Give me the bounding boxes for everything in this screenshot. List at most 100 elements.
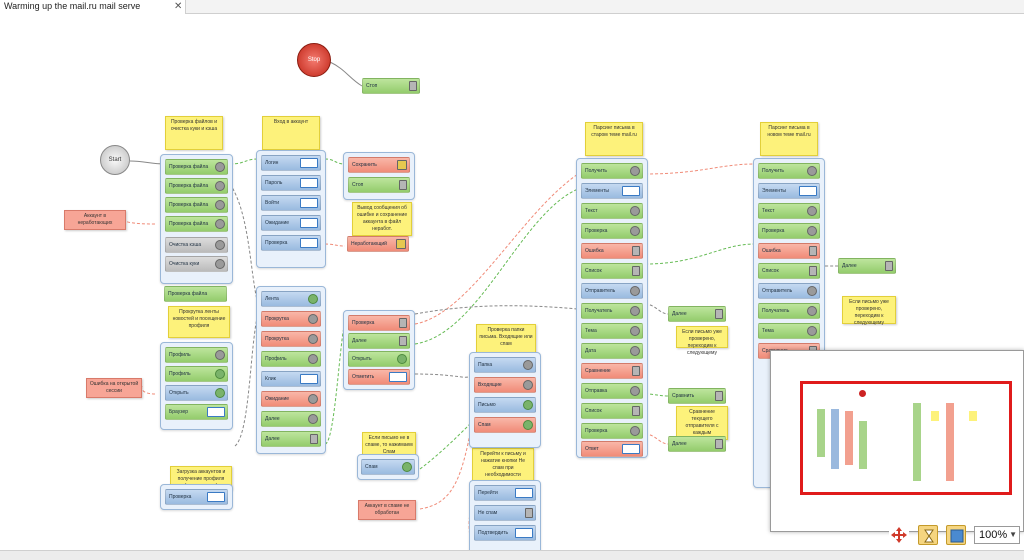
group-spam-actions[interactable]: Проверка Далее Открыть Отметить [343,310,415,390]
zoom-select[interactable]: 100% ▼ [974,526,1020,544]
action-page-check[interactable]: Проверка [165,489,228,505]
document-icon [809,246,817,256]
bottom-scrollbar[interactable] [0,550,1024,560]
action-next-new[interactable]: Далее [838,258,896,274]
action-spam-mark[interactable]: Отметить [348,369,410,385]
action-parse[interactable]: Сравнение [581,363,643,379]
action-not-spam[interactable]: Не спам [474,505,536,521]
move-icon[interactable] [889,525,909,545]
action-next-letter[interactable]: Далее [668,306,726,322]
action-parse[interactable]: Ошибка [581,243,643,259]
action-parse[interactable]: Проверка [581,423,643,439]
action-parse[interactable]: Получатель [581,303,643,319]
action-submit[interactable]: Войти [261,195,321,211]
pencil-icon [630,206,640,216]
action-parse[interactable]: Список [581,403,643,419]
tab-warming-up[interactable]: Warming up the mail.ru mail serve ✕ [0,0,186,14]
workflow-canvas[interactable]: Stop Start Стоп Проверка файлов и очистк… [0,14,1024,550]
action-news-feed[interactable]: Лента [261,291,321,307]
action-parse-new[interactable]: Проверка [758,223,820,239]
action-click[interactable]: Клик [261,371,321,387]
hourglass-icon[interactable] [918,525,938,545]
action-profile[interactable]: Профиль [165,366,228,382]
action-parse-new[interactable]: Список [758,263,820,279]
action-spam-check[interactable]: Проверка [348,315,410,331]
action-check-file[interactable]: Проверка файла [165,216,228,232]
action-check-file[interactable]: Проверка файла [165,178,228,194]
action-go-letter[interactable]: Перейти [474,485,536,501]
action-stop[interactable]: Стоп [348,177,410,193]
action-profile[interactable]: Профиль [165,347,228,363]
action-parse[interactable]: Получить [581,163,643,179]
action-login[interactable]: Логин [261,155,321,171]
action-parse-new[interactable]: Элементы [758,183,820,199]
close-icon[interactable]: ✕ [174,1,183,12]
group-parse-old[interactable]: Получить Элементы Текст Проверка Ошибка … [576,158,648,458]
minimap-viewport[interactable] [800,381,1012,495]
group-news[interactable]: Лента Прокрутка Прокрутка Профиль Клик О… [256,286,326,454]
action-check-auth[interactable]: Проверка [261,235,321,251]
action-check-file[interactable]: Проверка файла [165,197,228,213]
action-parse[interactable]: Проверка [581,223,643,239]
action-spam-folder[interactable]: Спам [474,417,536,433]
action-parse-new[interactable]: Тема [758,323,820,339]
action-inbox[interactable]: Входящие [474,377,536,393]
group-mark-spam[interactable]: Спам [357,454,419,480]
action-check-file[interactable]: Проверка файла [165,159,228,175]
note-session-error: Ошибка на открытой сессии [86,378,142,398]
action-confirm[interactable]: Подтвердить [474,525,536,541]
action-save-error[interactable]: Сохранить [348,157,410,173]
action-bad-account[interactable]: Неработающий [347,236,409,252]
action-password[interactable]: Пароль [261,175,321,191]
action-profile-visit[interactable]: Профиль [261,351,321,367]
action-folder-check[interactable]: Папка [474,357,536,373]
action-parse[interactable]: Ответ [581,441,643,457]
action-parse-new[interactable]: Получить [758,163,820,179]
action-next[interactable]: Далее [261,431,321,447]
clock-icon [308,314,318,324]
minimap[interactable] [770,350,1024,532]
minimap-block [845,411,853,465]
group-not-spam[interactable]: Перейти Не спам Подтвердить [469,480,541,550]
action-mark-spam[interactable]: Спам [361,459,415,475]
action-parse[interactable]: Отправитель [581,283,643,299]
action-next[interactable]: Далее [261,411,321,427]
stop-action[interactable]: Стоп [362,78,420,94]
action-spam-next[interactable]: Далее [348,333,410,349]
action-file-check-extra[interactable]: Проверка файла [164,286,227,302]
action-parse[interactable]: Текст [581,203,643,219]
action-scroll[interactable]: Прокрутка [261,331,321,347]
globe-icon [523,420,533,430]
action-open-letter[interactable]: Письмо [474,397,536,413]
group-save-error[interactable]: Сохранить Стоп [343,152,415,200]
browser-icon [300,158,318,168]
group-check-folder[interactable]: Папка Входящие Письмо Спам [469,352,541,448]
action-compare[interactable]: Сравнить [668,388,726,404]
stop-node[interactable]: Stop [297,43,331,77]
action-parse[interactable]: Тема [581,323,643,339]
group-profile[interactable]: Профиль Профиль Открыть Браузер [160,342,233,430]
group-login[interactable]: Логин Пароль Войти Ожидание Проверка [256,150,326,268]
action-parse-new[interactable]: Отправитель [758,283,820,299]
group-file-check[interactable]: Проверка файла Проверка файла Проверка ф… [160,154,233,284]
action-compare-next[interactable]: Далее [668,436,726,452]
minimap-toggle-icon[interactable] [946,525,966,545]
action-scroll[interactable]: Прокрутка [261,311,321,327]
action-parse-new[interactable]: Ошибка [758,243,820,259]
action-browser[interactable]: Браузер [165,404,228,420]
action-parse[interactable]: Список [581,263,643,279]
action-parse[interactable]: Отправка [581,383,643,399]
browser-icon [207,492,225,502]
action-clear-cache[interactable]: Очистка кэша [165,237,228,253]
action-parse[interactable]: Элементы [581,183,643,199]
start-node[interactable]: Start [100,145,130,175]
action-clear-cookies[interactable]: Очистка куки [165,256,228,272]
action-wait[interactable]: Ожидание [261,215,321,231]
group-page-check[interactable]: Проверка [160,484,233,510]
action-parse[interactable]: Дата [581,343,643,359]
action-parse-new[interactable]: Получатель [758,303,820,319]
action-open-page[interactable]: Открыть [165,385,228,401]
action-parse-new[interactable]: Текст [758,203,820,219]
action-wait[interactable]: Ожидание [261,391,321,407]
action-spam-open[interactable]: Открыть [348,351,410,367]
